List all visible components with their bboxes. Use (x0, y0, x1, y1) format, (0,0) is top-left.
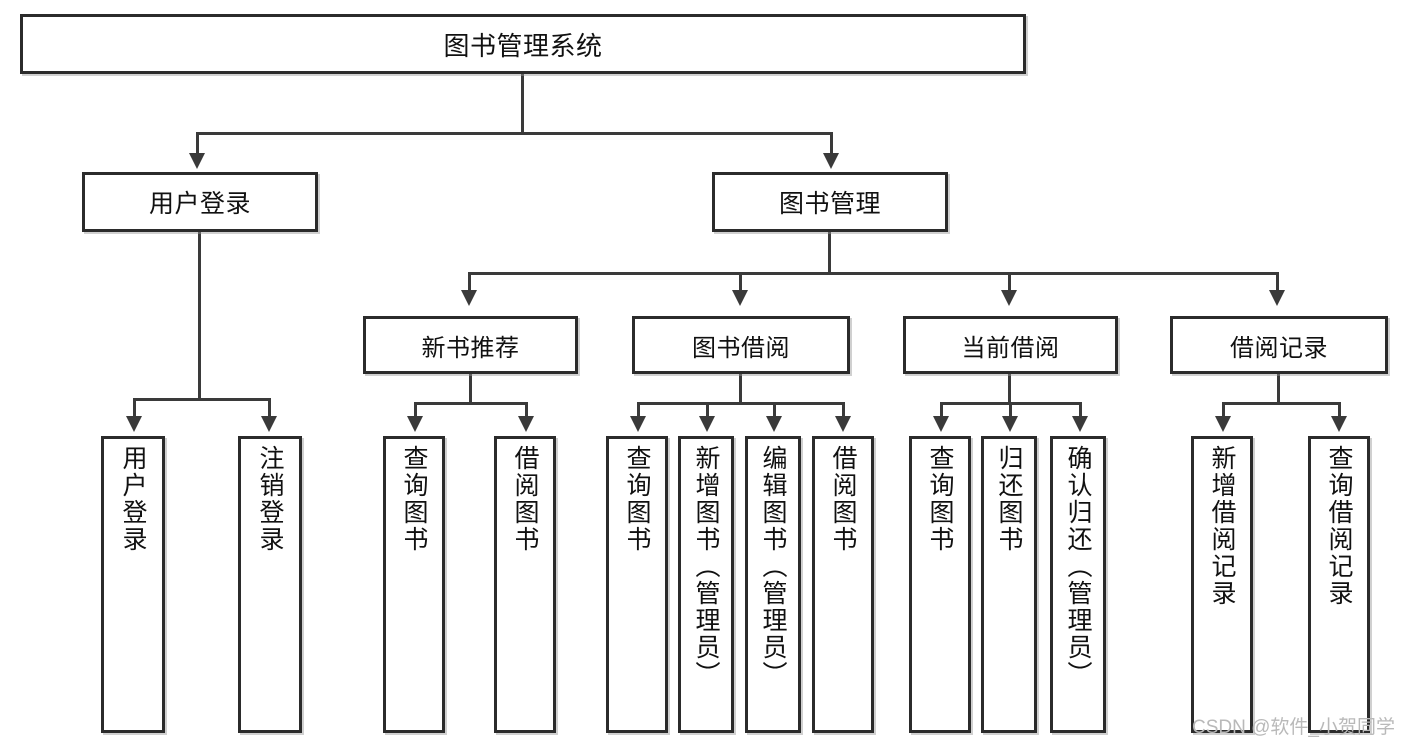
arrow-book-management (823, 153, 839, 169)
connector-bm-down (828, 232, 831, 274)
node-new-book-recommend-label: 新书推荐 (421, 334, 520, 362)
connector-bm-bus (468, 272, 1279, 275)
arrow-new-book-recommend (461, 290, 477, 306)
connector-user-login-down (198, 232, 201, 400)
node-leaf-query-book-1[interactable]: 查询图书 (383, 436, 445, 733)
connector-bb-c1 (637, 402, 640, 418)
node-leaf-borrow-book-2-label: 借阅图书 (829, 445, 857, 553)
node-leaf-query-book-2-label: 查询图书 (623, 445, 651, 553)
arrow-leaf-query-book-2 (630, 416, 646, 432)
arrow-leaf-confirm-return (1072, 416, 1088, 432)
connector-user-login-l2 (268, 398, 271, 418)
node-book-management-label: 图书管理 (778, 190, 881, 218)
connector-br-bus (1222, 402, 1341, 405)
node-root-label: 图书管理系统 (443, 30, 603, 61)
connector-bm-c4 (1276, 272, 1279, 292)
node-leaf-borrow-book-1[interactable]: 借阅图书 (494, 436, 556, 733)
arrow-leaf-edit-book (766, 416, 782, 432)
connector-br-c2 (1338, 402, 1341, 418)
connector-nbr-c1 (414, 402, 417, 418)
node-book-borrow[interactable]: 图书借阅 (632, 316, 850, 374)
arrow-leaf-add-record (1215, 416, 1231, 432)
connector-nbr-down (469, 374, 472, 404)
connector-cb-c3 (1079, 402, 1082, 418)
node-leaf-add-record-label: 新增借阅记录 (1208, 445, 1236, 607)
connector-bb-c4 (842, 402, 845, 418)
node-leaf-add-book-label: 新增图书（管理员） (692, 445, 720, 688)
arrow-leaf-return-book (1002, 416, 1018, 432)
node-leaf-confirm-return-label: 确认归还（管理员） (1064, 445, 1092, 688)
node-leaf-query-book-3[interactable]: 查询图书 (909, 436, 971, 733)
node-leaf-query-book-1-label: 查询图书 (400, 445, 428, 553)
node-leaf-query-record[interactable]: 查询借阅记录 (1308, 436, 1370, 733)
node-book-borrow-label: 图书借阅 (692, 334, 790, 362)
node-leaf-borrow-book-2[interactable]: 借阅图书 (812, 436, 874, 733)
node-leaf-return-book-label: 归还图书 (995, 445, 1023, 553)
arrow-leaf-query-book-1 (407, 416, 423, 432)
arrow-leaf-query-record (1331, 416, 1347, 432)
node-leaf-edit-book-label: 编辑图书（管理员） (759, 445, 787, 688)
connector-bm-c2 (739, 272, 742, 292)
connector-cb-down (1008, 374, 1011, 404)
node-leaf-user-logout-label: 注销登录 (256, 445, 284, 553)
connector-cb-c2 (1009, 402, 1012, 418)
node-root[interactable]: 图书管理系统 (20, 14, 1026, 74)
node-borrow-record-label: 借阅记录 (1230, 334, 1328, 362)
connector-br-c1 (1222, 402, 1225, 418)
connector-user-login-l1 (133, 398, 136, 418)
node-user-login[interactable]: 用户登录 (82, 172, 318, 232)
node-book-management[interactable]: 图书管理 (712, 172, 948, 232)
arrow-current-borrow (1001, 290, 1017, 306)
arrow-leaf-add-book (699, 416, 715, 432)
node-leaf-confirm-return[interactable]: 确认归还（管理员） (1050, 436, 1106, 733)
arrow-book-borrow (732, 290, 748, 306)
connector-bb-down (739, 374, 742, 404)
node-leaf-user-logout[interactable]: 注销登录 (238, 436, 302, 733)
node-current-borrow-label: 当前借阅 (961, 334, 1060, 362)
node-leaf-user-login-label: 用户登录 (119, 445, 147, 553)
connector-user-login-bus (133, 398, 271, 401)
arrow-leaf-query-book-3 (933, 416, 949, 432)
connector-bb-c2 (706, 402, 709, 418)
watermark-text: CSDN @软件_小贺同学 (1192, 717, 1395, 738)
node-leaf-add-book[interactable]: 新增图书（管理员） (678, 436, 734, 733)
connector-bb-c3 (773, 402, 776, 418)
node-new-book-recommend[interactable]: 新书推荐 (363, 316, 578, 374)
node-leaf-query-record-label: 查询借阅记录 (1325, 445, 1353, 607)
node-current-borrow[interactable]: 当前借阅 (903, 316, 1118, 374)
connector-root-bus (196, 132, 833, 135)
node-user-login-label: 用户登录 (148, 190, 251, 218)
node-leaf-edit-book[interactable]: 编辑图书（管理员） (745, 436, 801, 733)
arrow-borrow-record (1269, 290, 1285, 306)
connector-to-book-management (830, 132, 833, 156)
connector-bm-c3 (1008, 272, 1011, 292)
node-leaf-user-login[interactable]: 用户登录 (101, 436, 165, 733)
connector-to-user-login (196, 132, 199, 156)
node-leaf-return-book[interactable]: 归还图书 (981, 436, 1037, 733)
connector-cb-c1 (940, 402, 943, 418)
connector-br-down (1277, 374, 1280, 404)
node-leaf-borrow-book-1-label: 借阅图书 (511, 445, 539, 553)
connector-bm-c1 (468, 272, 471, 292)
arrow-leaf-user-logout (261, 416, 277, 432)
node-borrow-record[interactable]: 借阅记录 (1170, 316, 1388, 374)
node-leaf-query-book-2[interactable]: 查询图书 (606, 436, 668, 733)
arrow-leaf-borrow-book-2 (835, 416, 851, 432)
connector-root-down (521, 74, 524, 134)
node-leaf-add-record[interactable]: 新增借阅记录 (1191, 436, 1253, 733)
connector-nbr-bus (414, 402, 528, 405)
arrow-leaf-user-login (126, 416, 142, 432)
arrow-user-login (189, 153, 205, 169)
connector-nbr-c2 (525, 402, 528, 418)
arrow-leaf-borrow-book-1 (518, 416, 534, 432)
node-leaf-query-book-3-label: 查询图书 (926, 445, 954, 553)
connector-bb-bus (637, 402, 845, 405)
